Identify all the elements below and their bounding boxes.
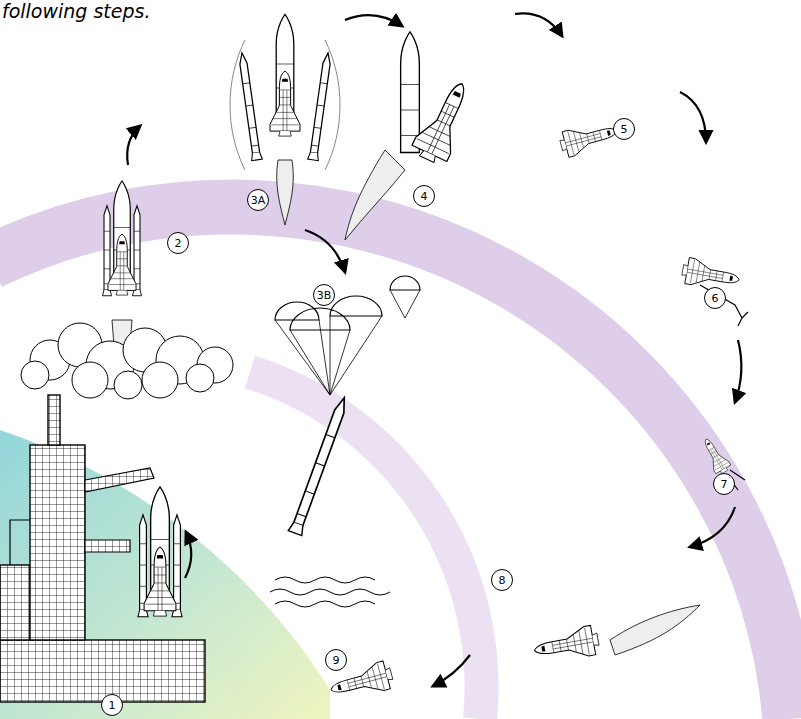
liftoff [21,181,233,399]
booster-recovery [270,276,420,607]
deorbit [610,605,700,655]
deorbit [532,625,601,666]
launch-pad [0,640,205,702]
flow-arrows [185,532,191,578]
booster-separation [277,160,294,225]
flow-arrows [515,13,562,36]
heading-fragment: following steps. [2,0,151,22]
callout-number: 7 [713,473,735,495]
launch-pad [0,565,30,640]
background-bands [0,430,330,719]
launch-pad [48,395,60,445]
booster-separation [237,52,263,160]
liftoff [72,362,108,398]
liftoff [142,362,178,398]
tank-separation [345,32,479,240]
flow-arrows [690,507,735,547]
flow-arrows [433,655,470,686]
liftoff [21,361,49,389]
flow-arrows [127,13,741,686]
callout-number: 3B [313,284,335,306]
flow-arrows [305,230,345,272]
liftoff [21,323,233,399]
booster-recovery [390,276,420,290]
launch-pad [0,395,205,702]
booster-separation [230,14,340,225]
orbit [700,285,748,326]
liftoff [186,364,214,392]
callout-number: 3A [247,189,269,211]
launch-pad [138,487,182,617]
launch-pad [0,520,30,600]
tank-separation [409,76,479,168]
liftoff [114,371,142,399]
background-bands [250,372,482,719]
callout-number: 8 [491,569,513,591]
orbit [558,118,620,158]
launch-pad [30,445,85,640]
booster-separation [270,14,300,136]
orbit [558,118,748,490]
callout-number: 9 [325,649,347,671]
flow-arrows [127,126,140,165]
booster-recovery [270,577,390,607]
deorbit [327,605,700,704]
callout-number: 1 [101,694,123,716]
booster-recovery [275,290,420,395]
tank-separation [401,32,420,153]
callout-number: 2 [167,232,189,254]
orbit [699,435,733,476]
callout-number: 4 [413,185,435,207]
flow-arrows [345,15,402,26]
tank-separation [345,150,405,240]
launch-pad [85,540,130,552]
flow-arrows [735,340,741,402]
callout-number: 5 [613,118,635,140]
launch-pad [85,468,154,492]
booster-recovery [288,395,351,535]
booster-separation [308,52,334,160]
callout-number: 6 [704,287,726,309]
liftoff [103,181,142,296]
flow-arrows [680,92,706,142]
